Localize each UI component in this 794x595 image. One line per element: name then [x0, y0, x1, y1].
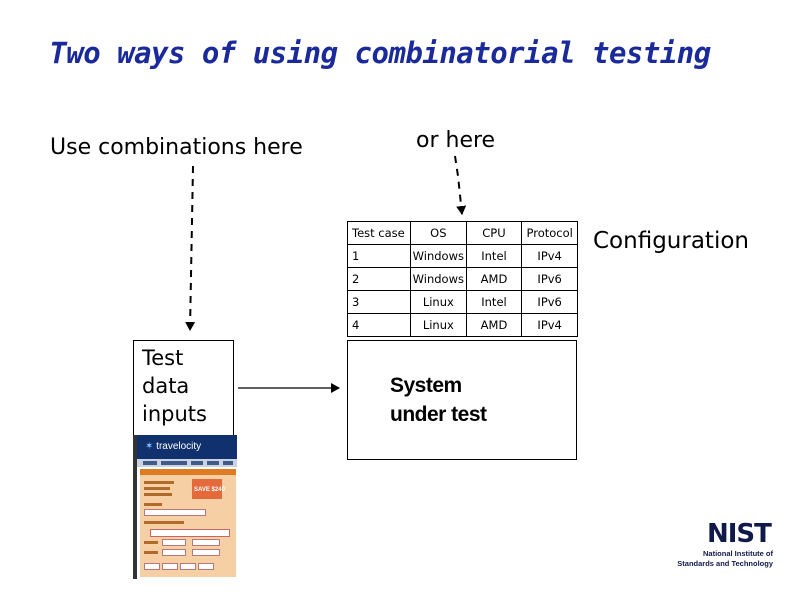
table-row: 2 Windows AMD IPv6 — [347, 267, 578, 291]
cell-protocol: IPv6 — [521, 267, 578, 291]
cell-cpu: AMD — [465, 313, 523, 337]
table-row: 1 Windows Intel IPv4 — [347, 244, 578, 268]
nist-logo: NIST National Institute of Standards and… — [655, 520, 775, 570]
cell-os: Linux — [410, 313, 467, 337]
header-protocol: Protocol — [521, 221, 578, 245]
label-or-here: or here — [416, 128, 496, 153]
cell-test-case: 1 — [347, 244, 411, 268]
dashed-arrow-left — [185, 165, 196, 331]
cell-os: Linux — [410, 290, 467, 314]
test-data-inputs-box: Test data inputs — [133, 340, 234, 436]
nist-logo-line-1: National Institute of — [703, 549, 773, 558]
system-line: under test — [390, 403, 487, 426]
cell-cpu: Intel — [465, 244, 523, 268]
cell-os: Windows — [410, 244, 467, 268]
travelocity-logo: ✶ travelocity — [145, 441, 202, 452]
cell-test-case: 2 — [347, 267, 411, 291]
test-data-line: Test — [142, 346, 184, 370]
test-data-line: data — [142, 374, 190, 398]
nist-logo-mark: NIST — [707, 519, 772, 549]
label-configuration: Configuration — [593, 228, 749, 254]
header-test-case: Test case — [347, 221, 411, 245]
cell-os: Windows — [410, 267, 467, 291]
dashed-arrow-right — [454, 155, 467, 215]
thumbnail-search-form: SAVE $240 — [140, 469, 236, 577]
table-header-row: Test case OS CPU Protocol — [347, 221, 578, 245]
label-use-combinations-here: Use combinations here — [50, 135, 303, 160]
nist-logo-line-2: Standards and Technology — [677, 559, 773, 568]
cell-test-case: 3 — [347, 290, 411, 314]
thumbnail-promo — [192, 479, 222, 499]
configuration-table: Test case OS CPU Protocol 1 Windows Inte… — [347, 221, 578, 337]
system-under-test-label: System under test — [390, 371, 487, 429]
table-row: 4 Linux AMD IPv4 — [347, 313, 578, 337]
cell-cpu: Intel — [465, 290, 523, 314]
cell-protocol: IPv4 — [521, 244, 578, 268]
thumbnail-promo-text: SAVE $240 — [194, 487, 225, 493]
system-line: System — [390, 374, 462, 397]
cell-protocol: IPv4 — [521, 313, 578, 337]
thumbnail-nav-bar — [137, 459, 237, 467]
travelocity-screenshot-thumbnail: ✶ travelocity SAVE $240 — [133, 435, 237, 579]
cell-protocol: IPv6 — [521, 290, 578, 314]
slide-title: Two ways of using combinatorial testing — [49, 36, 711, 70]
cell-cpu: AMD — [465, 267, 523, 291]
header-cpu: CPU — [465, 221, 523, 245]
system-under-test-box: System under test — [347, 340, 577, 460]
thumbnail-header: ✶ travelocity — [137, 435, 237, 459]
header-os: OS — [410, 221, 467, 245]
test-data-line: inputs — [142, 402, 207, 426]
table-row: 3 Linux Intel IPv6 — [347, 290, 578, 314]
cell-test-case: 4 — [347, 313, 411, 337]
